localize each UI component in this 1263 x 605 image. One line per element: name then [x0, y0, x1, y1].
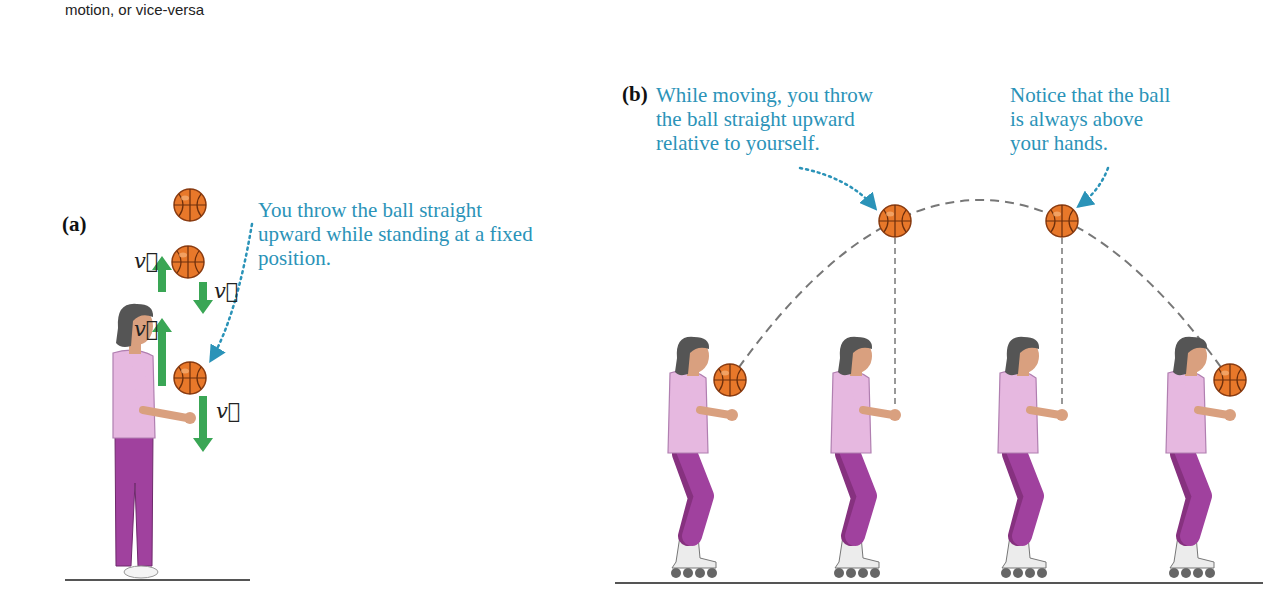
- basketball: [714, 364, 746, 396]
- vertical-guide: [1061, 238, 1063, 408]
- callout-text: Notice that the ball is always above you…: [1010, 83, 1186, 155]
- velocity-label: v⃗: [214, 278, 238, 305]
- callout-pointer: [800, 168, 875, 208]
- basketball: [1214, 364, 1246, 396]
- callout-text: While moving, you throw the ball straigh…: [656, 83, 884, 155]
- skating-person: [998, 337, 1068, 578]
- callout-text: You throw the ball straight upward while…: [258, 198, 538, 270]
- callout-pointer: [211, 224, 252, 360]
- callout-pointer: [1079, 168, 1108, 206]
- cut-off-note: motion, or vice-versa: [65, 1, 204, 18]
- velocity-arrow: [193, 282, 213, 314]
- velocity-label: v⃗: [134, 248, 158, 275]
- velocity-arrow: [193, 396, 213, 452]
- ground-line: [65, 579, 250, 581]
- velocity-label: v⃗: [216, 398, 240, 425]
- ball-trajectory: [730, 200, 1230, 380]
- part-label: (a): [62, 212, 87, 237]
- vertical-guide: [894, 238, 896, 408]
- ground-line: [615, 582, 1263, 584]
- basketball: [172, 246, 204, 278]
- standing-person: [113, 304, 196, 578]
- basketball: [1046, 205, 1078, 237]
- skating-person: [831, 337, 901, 578]
- part-label: (b): [622, 82, 648, 107]
- basketball: [174, 189, 206, 221]
- velocity-label: v⃗: [134, 316, 158, 343]
- basketball: [879, 205, 911, 237]
- basketball: [174, 362, 206, 394]
